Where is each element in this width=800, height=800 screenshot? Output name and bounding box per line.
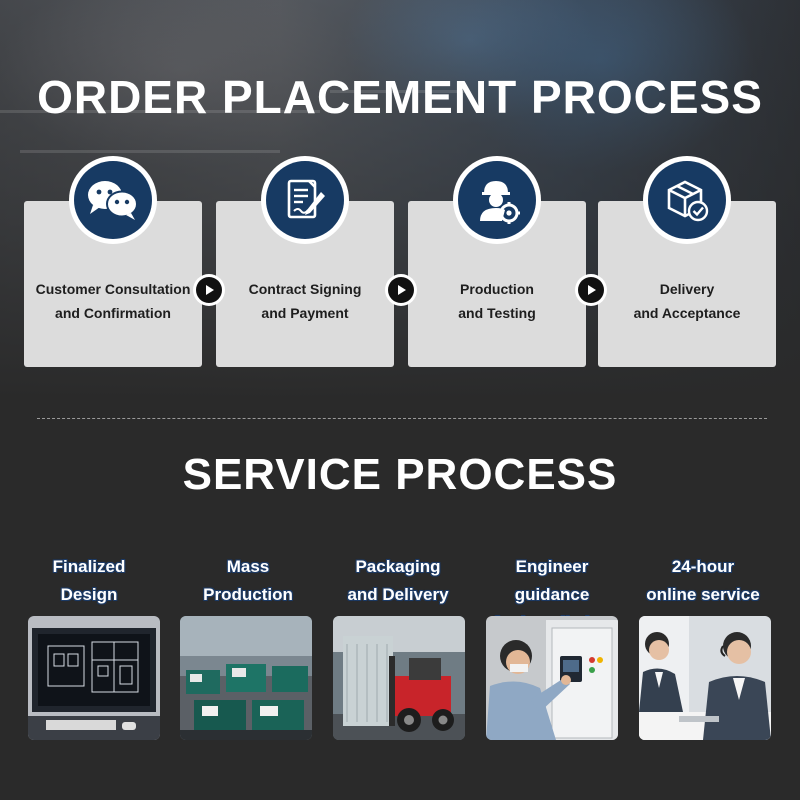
cad-design-photo [28, 616, 160, 740]
forklift-loading-photo [333, 616, 465, 740]
service-label-production: Mass Production [203, 557, 293, 604]
order-process-title: ORDER PLACEMENT PROCESS [37, 71, 763, 123]
package-check-icon [643, 156, 731, 244]
step-label: Production and Testing [458, 281, 536, 321]
contract-pen-icon [261, 156, 349, 244]
service-process-title: SERVICE PROCESS [182, 450, 618, 499]
step-label: Customer Consultation and Confirmation [35, 281, 191, 321]
chat-bubbles-icon [69, 156, 157, 244]
engineer-gear-icon [453, 156, 541, 244]
dashed-divider [37, 418, 767, 419]
service-label-design: Finalized Design [52, 557, 126, 604]
service-label-packaging: Packaging and Delivery [347, 557, 449, 604]
step-label: Delivery and Acceptance [633, 281, 741, 321]
step-label: Contract Signing and Payment [248, 281, 362, 321]
engineer-panel-photo [486, 616, 618, 740]
service-label-online: 24-hour online service [646, 557, 760, 604]
play-arrow-icon [575, 274, 607, 306]
play-arrow-icon [193, 274, 225, 306]
generator-production-photo [180, 616, 312, 740]
online-support-photo [639, 616, 771, 740]
play-arrow-icon [385, 274, 417, 306]
